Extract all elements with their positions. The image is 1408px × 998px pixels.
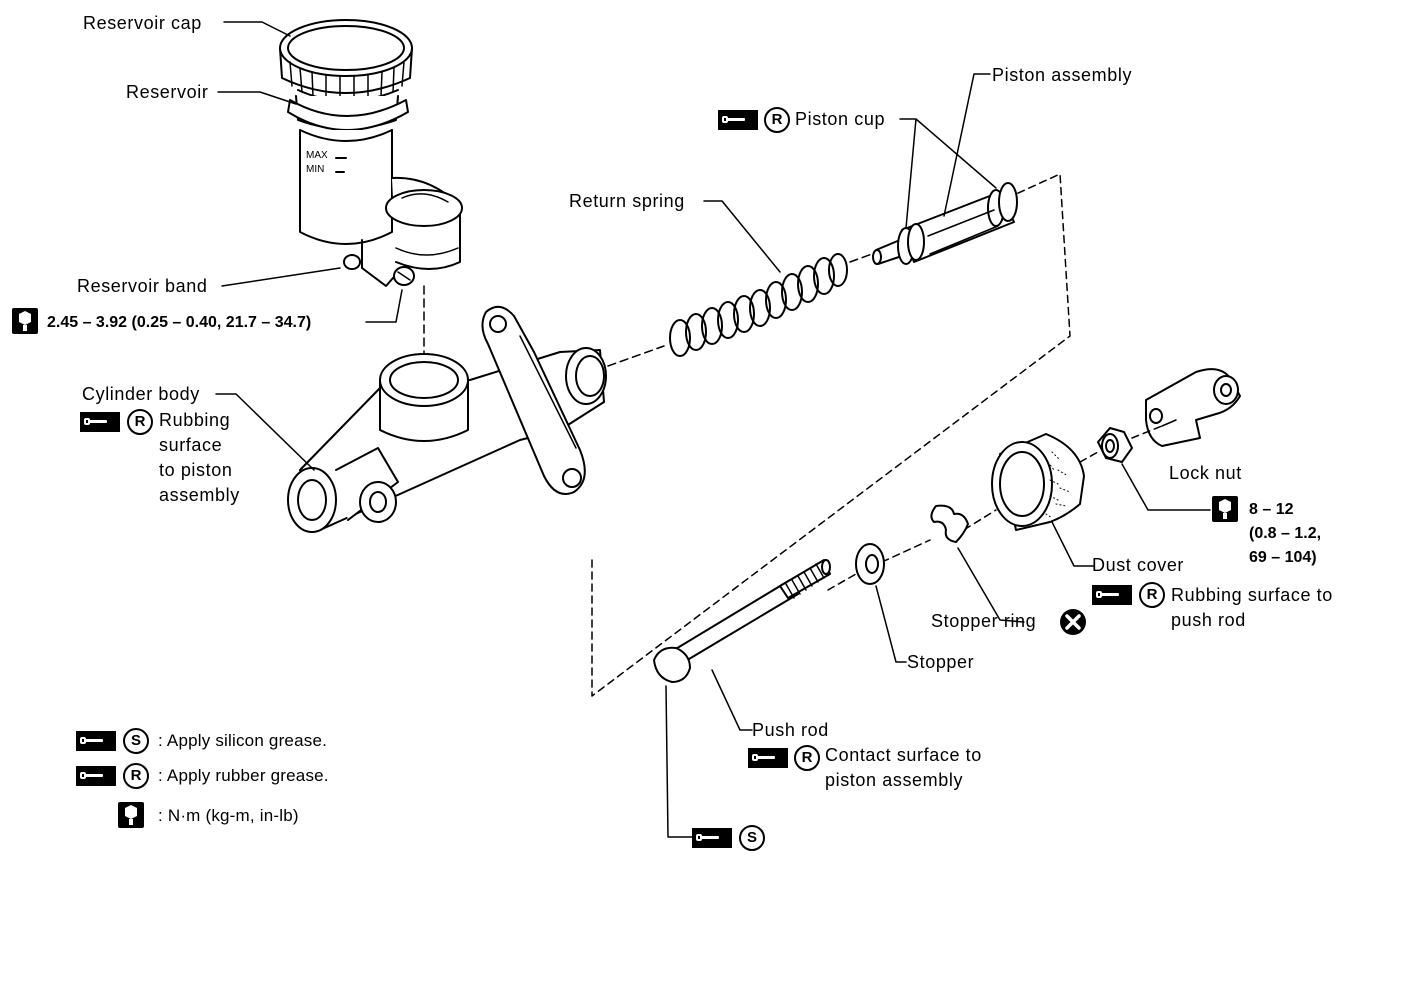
- rubber-grease-badge: R: [127, 409, 153, 435]
- cylinder-rubbing-line2: surface: [159, 435, 223, 455]
- stopper-ring: [930, 504, 969, 543]
- lock-nut-torque-line2: (0.8 – 1.2,: [1249, 525, 1322, 542]
- lock-nut-label: Lock nut: [1169, 463, 1242, 483]
- rubber-grease-badge: R: [764, 107, 790, 133]
- push-rod: [653, 559, 831, 683]
- push-contact-line2: piston assembly: [825, 770, 964, 790]
- torque-wrench-icon: [118, 802, 144, 828]
- stopper-label: Stopper: [907, 652, 975, 672]
- leader-lines: [215, 21, 1211, 838]
- dust-rubbing-line1: Rubbing surface to: [1171, 585, 1333, 605]
- dust-cover-label: Dust cover: [1092, 555, 1185, 575]
- reservoir-band-torque: 2.45 – 3.92 (0.25 – 0.40, 21.7 – 34.7): [47, 314, 312, 331]
- reservoir-cap: [279, 19, 413, 102]
- rubber-grease-badge: R: [123, 763, 149, 789]
- torque-wrench-icon: [1212, 496, 1238, 522]
- rubber-grease-badge: R: [794, 745, 820, 771]
- piston-assembly: [872, 182, 1018, 265]
- reservoir-label: Reservoir: [126, 82, 209, 102]
- legend-rubber-text: : Apply rubber grease.: [158, 766, 329, 785]
- stopper-washer: [855, 543, 885, 585]
- cylinder-rubbing-line4: assembly: [159, 485, 240, 505]
- legend-torque-text: : N·m (kg-m, in-lb): [158, 806, 299, 825]
- stopper-ring-label: Stopper ring: [931, 611, 1037, 631]
- grease-gun-icon: [1092, 585, 1132, 605]
- clevis-yoke: [1145, 368, 1241, 447]
- grease-gun-icon: [718, 110, 758, 130]
- reservoir-cap-label: Reservoir cap: [83, 13, 202, 33]
- grease-gun-icon: [80, 412, 120, 432]
- return-spring-label: Return spring: [569, 191, 685, 211]
- dust-cover: [991, 433, 1085, 531]
- cylinder-body-label: Cylinder body: [82, 384, 200, 404]
- grease-gun-icon: [76, 766, 116, 786]
- cylinder-rubbing-line1: Rubbing: [159, 410, 231, 430]
- torque-wrench-icon: [12, 308, 38, 334]
- push-rod-label: Push rod: [752, 720, 829, 740]
- grease-gun-icon: [748, 748, 788, 768]
- silicon-grease-badge: S: [123, 728, 149, 754]
- max-mark: MAX: [306, 150, 328, 161]
- push-contact-line1: Contact surface to: [825, 745, 982, 765]
- cylinder-body: [287, 305, 607, 533]
- piston-cup-label: Piston cup: [795, 109, 886, 129]
- rubber-grease-badge: R: [1139, 582, 1165, 608]
- return-spring: [669, 253, 848, 357]
- silicon-grease-badge: S: [739, 825, 765, 851]
- lock-nut-torque-line3: 69 – 104): [1249, 549, 1317, 566]
- dust-rubbing-line2: push rod: [1171, 610, 1246, 630]
- reservoir-band-label: Reservoir band: [77, 276, 208, 296]
- legend-silicon-text: : Apply silicon grease.: [158, 731, 328, 750]
- grease-gun-icon: [76, 731, 116, 751]
- lock-nut: [1097, 427, 1133, 463]
- grease-gun-icon: [692, 828, 732, 848]
- reservoir: MAX MIN: [287, 95, 463, 287]
- cylinder-rubbing-line3: to piston: [159, 460, 233, 480]
- x-circle-icon: [1060, 609, 1086, 635]
- min-mark: MIN: [306, 164, 324, 175]
- lock-nut-torque-line1: 8 – 12: [1249, 501, 1294, 518]
- piston-assembly-label: Piston assembly: [992, 65, 1133, 85]
